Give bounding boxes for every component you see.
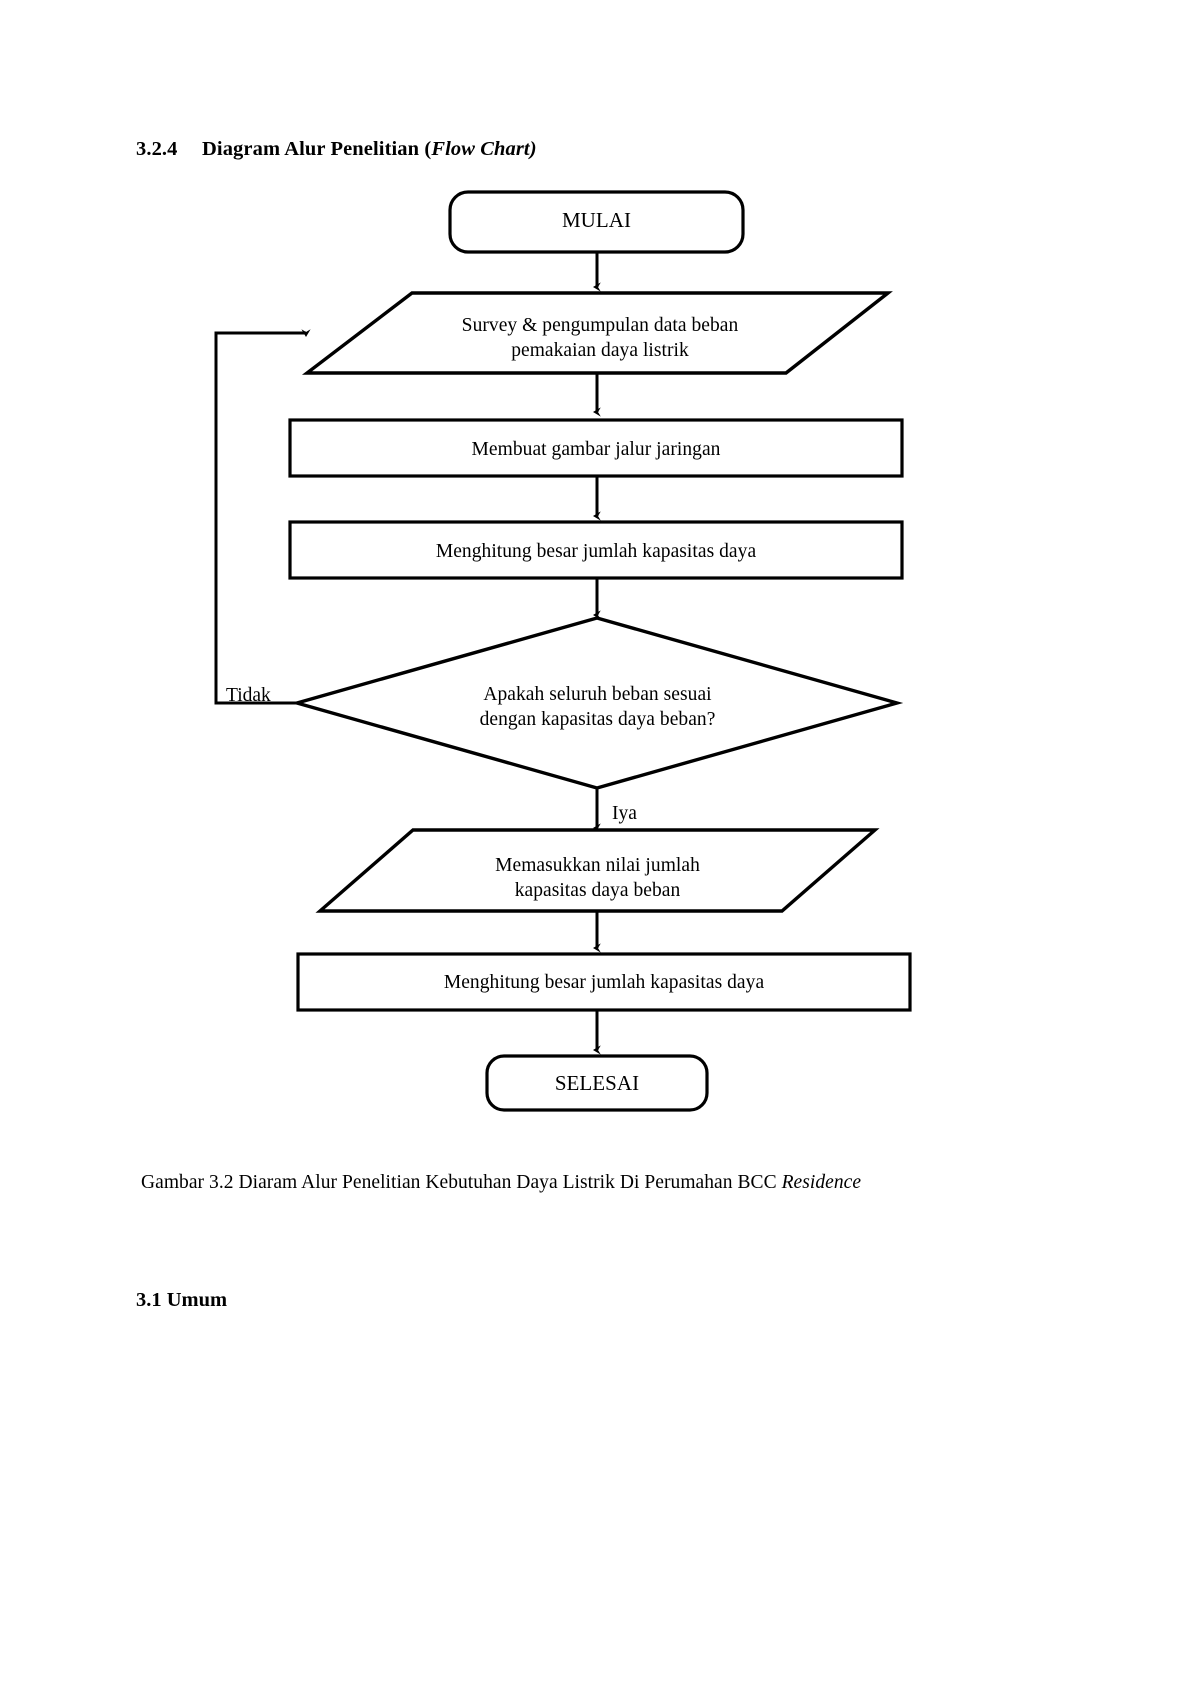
- node-input-shape: [315, 828, 880, 913]
- section-title-plain: Diagram Alur Penelitian (: [202, 138, 432, 160]
- edge-label-iya: Iya: [612, 803, 637, 824]
- section-title-italic: Flow Chart): [431, 138, 537, 160]
- next-section-heading: 3.1 Umum: [136, 1289, 228, 1311]
- figure-caption-plain: Gambar 3.2 Diaram Alur Penelitian Kebutu…: [141, 1172, 782, 1193]
- node-decision-shape: [290, 616, 904, 790]
- figure-caption: Gambar 3.2 Diaram Alur Penelitian Kebutu…: [141, 1172, 861, 1194]
- node-start-shape: [448, 190, 745, 254]
- node-end-shape: [485, 1054, 709, 1112]
- edge-decision-no-loop: [214, 329, 311, 705]
- node-survey-shape: [301, 291, 893, 375]
- section-heading: 3.2.4 Diagram Alur Penelitian (Flow Chart…: [136, 138, 537, 161]
- node-draw-shape: [288, 418, 904, 478]
- figure-caption-italic: Residence: [781, 1172, 862, 1193]
- node-calc2-shape: [296, 952, 912, 1012]
- node-calc1-shape: [288, 520, 904, 580]
- section-number: 3.2.4: [136, 138, 178, 160]
- edge-label-tidak: Tidak: [226, 685, 271, 706]
